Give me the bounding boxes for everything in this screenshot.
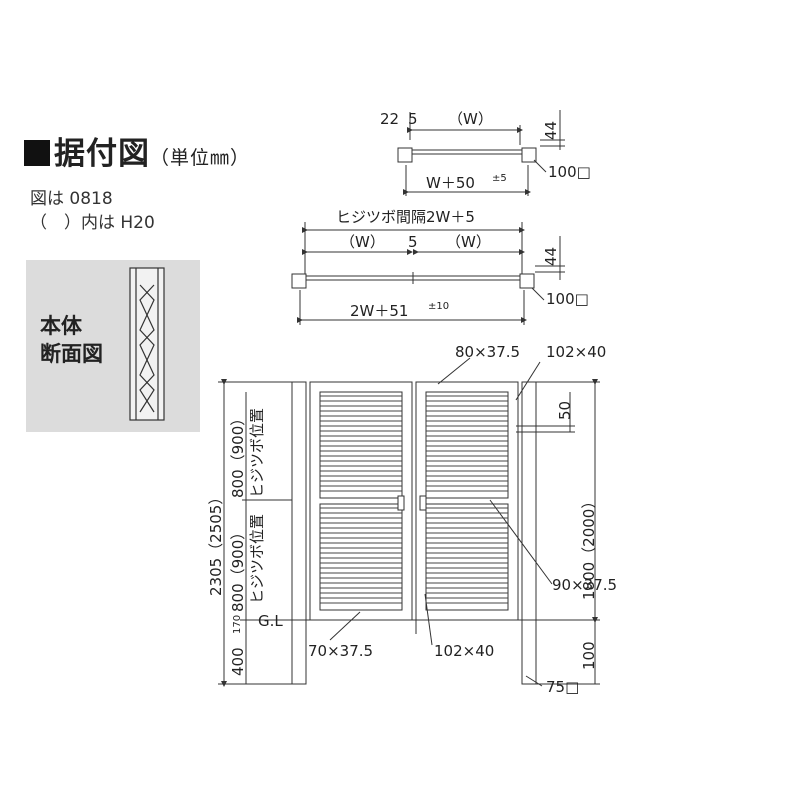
elev-bottom-rail: 70×37.5 bbox=[308, 642, 373, 660]
elev-height-gate: 1800（2000） bbox=[580, 494, 598, 600]
elev-dim-400: 400 bbox=[229, 647, 247, 676]
double-dim-5: 5 bbox=[408, 233, 418, 251]
elev-hinge-pos-lower: ヒジツボ位置 bbox=[248, 514, 266, 604]
single-dim-44: 44 bbox=[542, 121, 560, 140]
elev-dim-50: 50 bbox=[556, 401, 574, 420]
elev-hinge-lower: 800（900） bbox=[229, 525, 247, 612]
single-dim-22: 22 bbox=[380, 110, 399, 128]
page-title: 据付図（単位㎜） bbox=[24, 128, 250, 173]
double-dim-44: 44 bbox=[542, 247, 560, 266]
elev-gl: G.L bbox=[258, 612, 283, 630]
single-dim-5: 5 bbox=[408, 110, 418, 128]
elev-dim-100: 100 bbox=[580, 641, 598, 670]
single-dim-w: （W） bbox=[448, 110, 493, 128]
double-dim-w-left: （W） bbox=[340, 233, 385, 251]
title-main: 据付図 bbox=[54, 136, 150, 172]
double-hinge-span: ヒジツボ間隔2W＋5 bbox=[336, 208, 475, 226]
elev-foot-post: 75□ bbox=[546, 678, 579, 696]
square-bullet-icon bbox=[24, 140, 50, 166]
double-dim-w-right: （W） bbox=[446, 233, 491, 251]
title-unit: （単位㎜） bbox=[150, 147, 251, 169]
gate-handles bbox=[397, 495, 427, 511]
section-panel-title: 本体 断面図 bbox=[40, 314, 103, 366]
double-dim-total: 2W＋51 bbox=[350, 302, 408, 320]
elev-frame-top: 80×37.5 bbox=[455, 343, 520, 361]
single-plan bbox=[397, 110, 565, 196]
elev-overall: 2305（2505） bbox=[207, 490, 225, 596]
single-tol: ±5 bbox=[492, 173, 507, 184]
alt-note: （ ）内は H20 bbox=[30, 213, 155, 233]
louver-slats bbox=[320, 395, 508, 604]
double-tol: ±10 bbox=[428, 301, 449, 312]
section-profile bbox=[129, 267, 165, 421]
elev-stile: 102×40 bbox=[434, 642, 494, 660]
gate-elevation bbox=[218, 357, 600, 687]
elev-hinge-upper: 800（900） bbox=[229, 411, 247, 498]
elev-dim-170: 170 bbox=[232, 615, 243, 634]
elev-post-top: 102×40 bbox=[546, 343, 606, 361]
elev-hinge-pos-upper: ヒジツボ位置 bbox=[248, 408, 266, 498]
single-dim-total: W＋50 bbox=[426, 174, 475, 192]
double-post: 100□ bbox=[546, 290, 589, 308]
double-plan bbox=[291, 222, 565, 325]
section-panel bbox=[26, 260, 200, 432]
single-post: 100□ bbox=[548, 163, 591, 181]
elev-louver: 90×37.5 bbox=[552, 576, 617, 594]
model-note: 図は 0818 bbox=[30, 189, 113, 209]
